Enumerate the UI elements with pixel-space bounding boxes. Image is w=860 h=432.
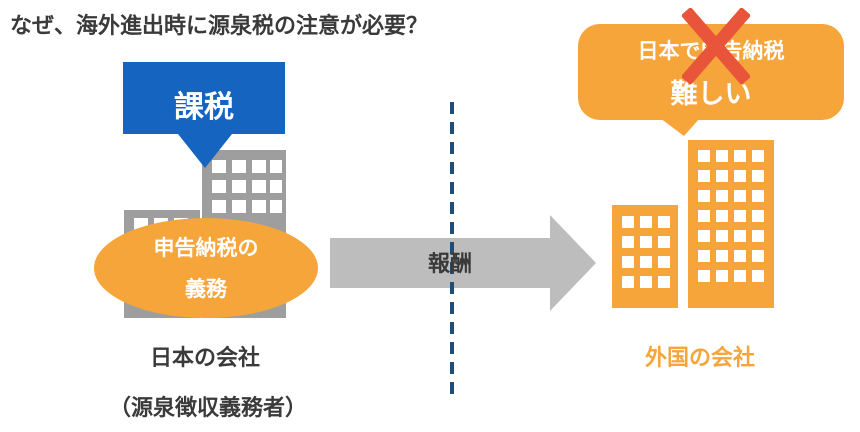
foreign-building-icon xyxy=(612,140,774,308)
bubble-text-line2: 難しい xyxy=(670,79,752,110)
payment-label: 報酬 xyxy=(427,252,472,277)
speech-bubble xyxy=(578,24,844,136)
duty-ellipse xyxy=(94,218,318,318)
withholding-agent-label: （源泉徴収義務者） xyxy=(108,396,307,421)
tax-label: 課税 xyxy=(174,90,234,125)
duty-label-line1: 申告納税の xyxy=(153,236,259,260)
right-arrow-icon xyxy=(330,215,596,311)
tax-box xyxy=(123,62,285,168)
cross-mark-icon xyxy=(682,8,750,84)
duty-label-line2: 義務 xyxy=(185,277,227,301)
japan-company-name: 日本の会社 xyxy=(149,346,260,371)
page-title: なぜ、海外進出時に源泉税の注意が必要？ xyxy=(10,14,429,39)
foreign-company-name: 外国の会社 xyxy=(644,346,755,371)
down-arrow-icon xyxy=(178,134,232,168)
